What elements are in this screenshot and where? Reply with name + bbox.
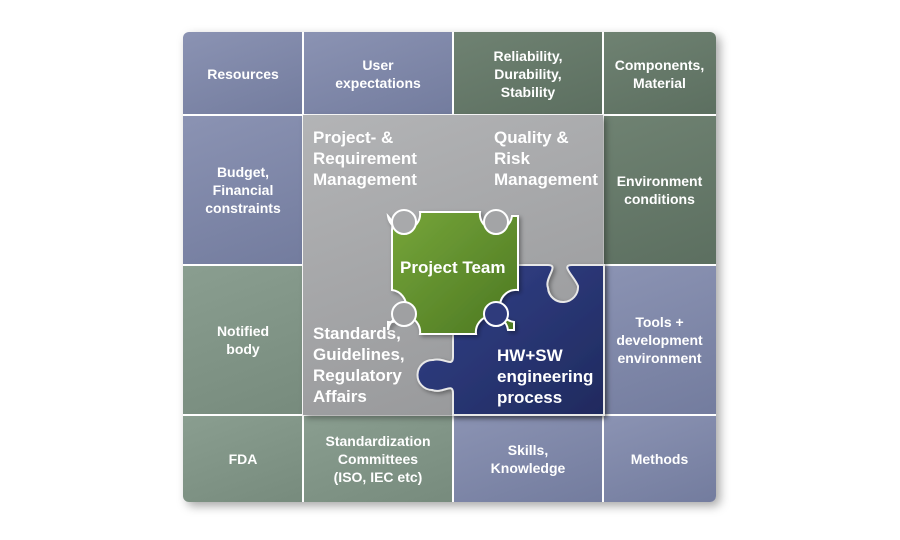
cell-skills-label: Skills, Knowledge — [490, 441, 566, 476]
grid-divider — [183, 264, 303, 266]
cell-standardization: Standardization Committees (ISO, IEC etc… — [303, 415, 453, 502]
notch-top-right — [483, 209, 509, 235]
cell-user-expectations-label: User expectations — [335, 56, 421, 91]
cell-budget: Budget, Financial constraints — [183, 115, 303, 265]
cell-components: Components, Material — [603, 32, 716, 115]
cell-reliability: Reliability, Durability, Stability — [453, 32, 603, 115]
cell-user-expectations: User expectations — [303, 32, 453, 115]
notch-bottom-left — [391, 301, 417, 327]
project-team-label: Project Team — [400, 258, 506, 277]
cell-methods: Methods — [603, 415, 716, 502]
grid-divider — [603, 264, 716, 266]
cell-standardization-label: Standardization Committees (ISO, IEC etc… — [325, 432, 431, 485]
grid-divider — [183, 414, 716, 416]
notch-bottom-right — [483, 301, 509, 327]
cell-components-label: Components, Material — [614, 56, 705, 91]
cell-fda-label: FDA — [228, 450, 258, 467]
cell-notified-body-label: Notified body — [216, 323, 270, 357]
grid-divider — [452, 32, 454, 115]
cell-methods-label: Methods — [630, 450, 689, 467]
cell-environment: Environment conditions — [603, 115, 716, 265]
quality-risk-label: Quality & Risk Management — [494, 128, 598, 189]
hw-sw-label: HW+SW engineering process — [497, 346, 594, 407]
cell-budget-label: Budget, Financial constraints — [205, 164, 281, 216]
cell-environment-label: Environment conditions — [616, 173, 703, 207]
project-requirement-label: Project- & Requirement Management — [313, 128, 417, 189]
cell-skills: Skills, Knowledge — [453, 415, 603, 502]
cell-tools: Tools + development environment — [603, 265, 716, 415]
cell-reliability-label: Reliability, Durability, Stability — [493, 47, 563, 100]
cell-notified-body: Notified body — [183, 265, 303, 415]
grid-divider — [452, 415, 454, 502]
standards-label: Standards, Guidelines, Regulatory Affair… — [313, 324, 405, 406]
notch-top-left — [391, 209, 417, 235]
cell-tools-label: Tools + development environment — [616, 314, 703, 366]
cell-resources: Resources — [183, 32, 303, 115]
cell-resources-label: Resources — [207, 65, 279, 82]
cell-fda: FDA — [183, 415, 303, 502]
